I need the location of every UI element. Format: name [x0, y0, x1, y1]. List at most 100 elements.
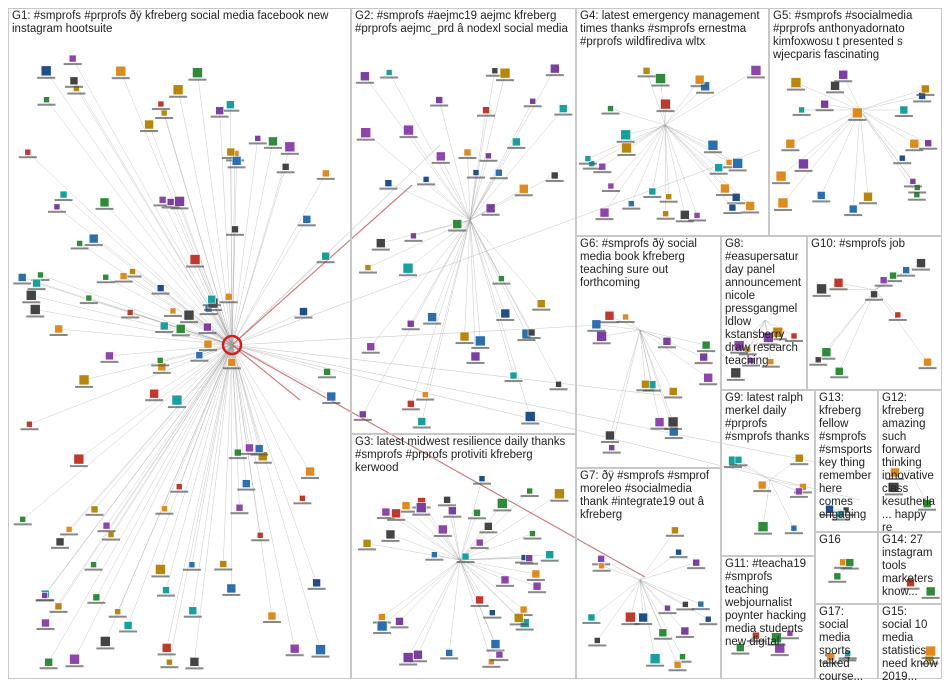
group-g9: G9: latest ralph merkel daily #prprofs #… — [721, 390, 815, 556]
vertex-node — [477, 106, 496, 117]
vertex-node — [412, 502, 431, 516]
vertex-node — [761, 358, 780, 368]
vertex-node — [248, 135, 267, 145]
edge — [639, 329, 674, 432]
vertex-node — [35, 592, 54, 602]
vertex-node — [921, 645, 940, 660]
vertex-node — [322, 391, 341, 405]
vertex-node — [482, 658, 501, 668]
edge — [27, 152, 233, 346]
vertex-node — [440, 649, 459, 660]
edge — [154, 344, 233, 394]
edge — [231, 184, 413, 346]
vertex-node — [401, 319, 420, 331]
edge — [782, 109, 861, 204]
edge — [231, 344, 831, 466]
vertex-node — [70, 240, 89, 250]
vertex-node — [51, 537, 70, 549]
vertex-node — [481, 203, 500, 216]
vertex-node — [171, 324, 190, 337]
edge — [390, 534, 461, 561]
edge — [231, 146, 291, 346]
vertex-node — [621, 611, 640, 626]
vertex-node — [793, 483, 812, 494]
edge — [664, 124, 738, 164]
edge — [459, 559, 538, 587]
vertex-node — [151, 100, 170, 111]
vertex-node — [837, 506, 856, 516]
edge — [469, 108, 564, 221]
vertex-node — [601, 182, 620, 193]
vertex-node — [786, 77, 805, 91]
vertex-node — [358, 539, 377, 551]
edge — [44, 344, 233, 596]
edge — [170, 201, 233, 346]
vertex-node — [918, 357, 937, 370]
vertex-node — [905, 138, 924, 152]
vertex-node — [114, 272, 133, 283]
edge — [223, 344, 233, 565]
vertex-node — [809, 356, 828, 366]
vertex-node — [520, 487, 539, 498]
edge — [762, 479, 771, 527]
vertex-node — [161, 198, 180, 209]
edge — [664, 124, 686, 215]
edge — [192, 344, 233, 611]
vertex-node — [784, 332, 803, 342]
group-g16: G16 — [815, 532, 878, 604]
vertex-node — [844, 204, 863, 217]
group-g2: G2: #smprofs #aejmc19 aejmc kfreberg #pr… — [351, 8, 576, 434]
group-g12-label: G12: kfreberg amazing such forward think… — [882, 392, 936, 534]
vertex-node — [222, 583, 241, 596]
vertex-node — [379, 179, 398, 190]
edge — [790, 109, 861, 144]
edge — [448, 559, 461, 653]
vertex-node — [121, 309, 140, 319]
vertex-node — [622, 200, 641, 210]
edge — [231, 344, 317, 583]
vertex-node — [617, 142, 636, 156]
vertex-node — [361, 342, 380, 354]
vertex-node — [401, 400, 420, 411]
vertex-node — [496, 67, 515, 82]
edge — [769, 479, 803, 488]
vertex-node — [408, 649, 427, 663]
vertex-node — [600, 430, 619, 444]
vertex-node — [650, 417, 669, 430]
edge — [469, 219, 481, 341]
edge — [399, 559, 461, 622]
edge — [46, 99, 233, 346]
edge — [381, 559, 461, 618]
edge — [231, 160, 237, 346]
edge — [106, 344, 233, 526]
group-g12: G12: kfreberg amazing such forward think… — [878, 390, 942, 534]
edge — [172, 310, 233, 346]
vertex-node — [657, 336, 676, 349]
vertex-node — [297, 215, 316, 227]
vertex-node — [263, 136, 282, 149]
vertex-node — [884, 271, 903, 283]
vertex-node — [186, 254, 205, 268]
vertex-node — [653, 628, 672, 640]
vertex-node — [690, 74, 709, 88]
vertex-node — [523, 530, 542, 540]
edge — [231, 256, 326, 346]
vertex-node — [509, 613, 528, 626]
vertex-node — [198, 322, 217, 335]
edge — [231, 138, 259, 346]
edge — [231, 166, 286, 346]
edge — [625, 124, 666, 136]
vertex-node — [694, 352, 713, 365]
vertex-node — [39, 657, 58, 670]
vertex-node — [425, 551, 444, 561]
group-g7-label: G7: ðÿ #smprofs #smprof moreleo #socialm… — [580, 470, 710, 521]
group-g13: G13: kfreberg fellow #smprofs #smsports … — [815, 390, 878, 532]
vertex-node — [169, 84, 188, 98]
edge — [425, 179, 471, 221]
vertex-node — [901, 578, 920, 590]
edge — [469, 141, 517, 221]
edge — [431, 219, 471, 318]
vertex-node — [443, 506, 462, 518]
vertex-node — [63, 54, 82, 66]
vertex-node — [37, 96, 56, 106]
